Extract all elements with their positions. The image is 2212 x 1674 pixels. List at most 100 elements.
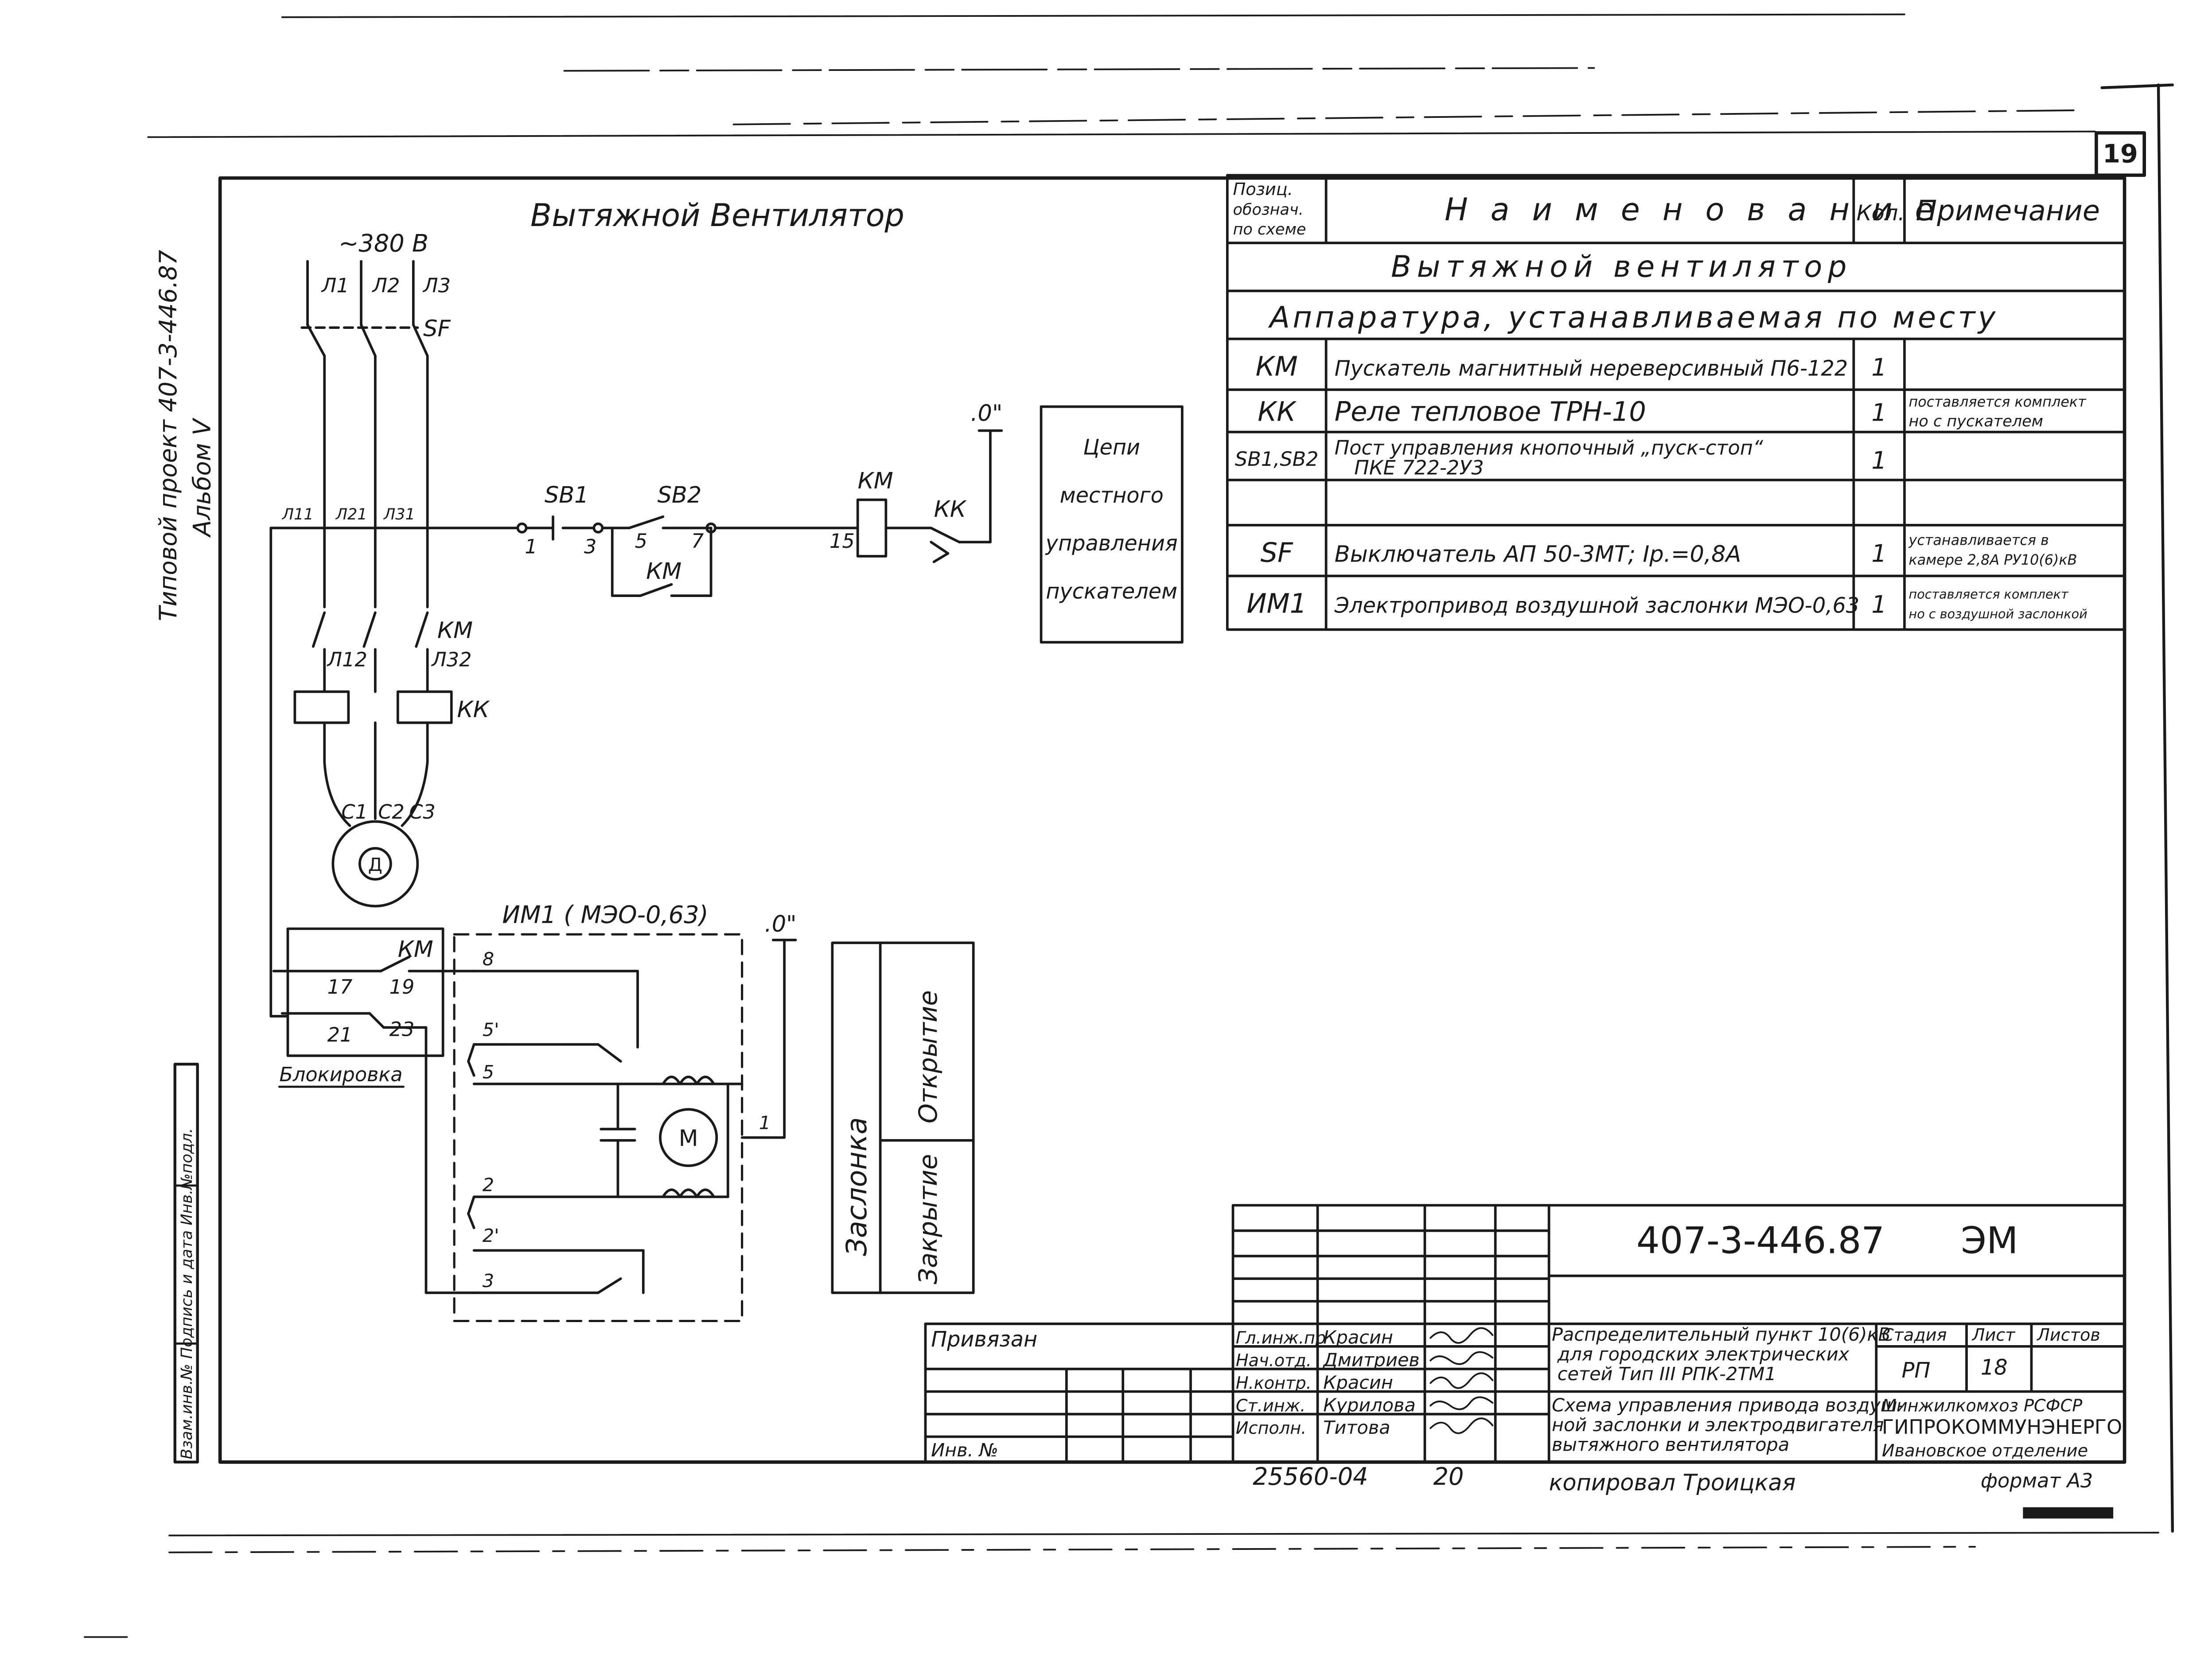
bottom-num: 20 bbox=[1433, 1463, 1464, 1491]
zero-label: .0" bbox=[970, 400, 1002, 426]
header-position-2: обознач. bbox=[1233, 201, 1304, 219]
project-title-1: Распределительный пункт 10(6)кВ bbox=[1552, 1324, 1891, 1345]
inv-no-label: Инв. № bbox=[931, 1440, 998, 1461]
actuator-motor-symbol: М bbox=[679, 1126, 698, 1152]
row-name: Пост управления кнопочный „пуск-стоп“ bbox=[1335, 437, 1764, 460]
row-qty: 1 bbox=[1871, 540, 1886, 568]
sheet-title-2: ной заслонки и электродвигателя bbox=[1552, 1414, 1884, 1436]
actuator-node-5: 5 bbox=[483, 1061, 494, 1083]
motor-terminal-c1: С1 bbox=[341, 800, 367, 823]
side-note: Типовой проект 407-3-446.87 Альбом V bbox=[154, 250, 216, 621]
relay-contact-label: КК bbox=[934, 496, 967, 523]
control-circuit bbox=[323, 429, 1003, 597]
actuator-node-5p: 5' bbox=[483, 1019, 499, 1040]
row-pos: КК bbox=[1258, 396, 1297, 427]
actuator-node-1: 1 bbox=[759, 1112, 771, 1134]
row-note-1: устанавливается в bbox=[1908, 531, 2049, 548]
row-qty: 1 bbox=[1871, 447, 1886, 475]
interlock-block bbox=[272, 927, 475, 1294]
project-title-3: сетей Тип III РПК-2ТМ1 bbox=[1558, 1363, 1776, 1385]
row-pos: SB1,SB2 bbox=[1235, 448, 1319, 471]
title-block-grid bbox=[924, 1204, 2126, 1463]
header-note: Примечание bbox=[1916, 195, 2100, 227]
footer-notes: 25560-04 20 копировал Троицкая формат А3 bbox=[1253, 1463, 2093, 1496]
row-note-2: но с воздушной заслонкой bbox=[1909, 606, 2087, 621]
role-5: Исполн. bbox=[1236, 1419, 1306, 1438]
org-1: Минжилкомхоз РСФСР bbox=[1882, 1396, 2082, 1416]
name-5: Титова bbox=[1323, 1417, 1390, 1438]
name-3: Красин bbox=[1323, 1372, 1393, 1393]
spec-table-grid bbox=[1226, 174, 2126, 631]
interlock-node-23: 23 bbox=[389, 1018, 415, 1041]
local-control-box bbox=[1040, 405, 1184, 644]
local-box-line-2: местного bbox=[1060, 484, 1164, 508]
row-note-2: но с пускателем bbox=[1909, 412, 2044, 430]
name-1: Красин bbox=[1323, 1327, 1393, 1348]
interlock-node-19: 19 bbox=[389, 976, 415, 999]
phase-labels: Л1 Л2 Л3 SF Л11 Л21 Л31 КМ Л12 Л32 КК С1… bbox=[281, 274, 491, 875]
damper-open-label: Открытие bbox=[913, 990, 943, 1124]
row-pos: ИМ1 bbox=[1246, 588, 1307, 619]
row-name: Электропривод воздушной заслонки МЭО-0,6… bbox=[1334, 593, 1859, 618]
actuator-title: ИМ1 ( МЭО-0,63) bbox=[502, 901, 708, 929]
line-label-11: Л11 bbox=[281, 505, 314, 523]
interlock-node-17: 17 bbox=[327, 976, 353, 999]
row-name: Пускатель магнитный нереверсивный П6-122 bbox=[1335, 356, 1848, 381]
signatories: Гл.инж.пр Нач.отд. Н.контр. Ст.инж. Испо… bbox=[1236, 1327, 1420, 1438]
zero-label-2: .0" bbox=[765, 911, 797, 937]
damper-box bbox=[831, 941, 975, 1294]
spec-row-km: КМ Пускатель магнитный нереверсивный П6-… bbox=[1256, 351, 1887, 382]
breaker-label: SF bbox=[423, 316, 451, 342]
section-title: Вытяжной вентилятор bbox=[1391, 250, 1852, 284]
doc-code: ЭМ bbox=[1961, 1219, 2018, 1262]
line-label-12: Л12 bbox=[327, 648, 367, 671]
side-note-album: Альбом V bbox=[188, 417, 216, 538]
node-1: 1 bbox=[525, 535, 537, 558]
line-label-21: Л21 bbox=[335, 505, 367, 523]
phase-label-1: Л1 bbox=[321, 274, 349, 297]
actuator-node-8: 8 bbox=[483, 948, 494, 970]
sheets-header: Листов bbox=[2036, 1326, 2100, 1345]
local-control-text: Цепи местного управления пускателем bbox=[1045, 436, 1178, 604]
spec-row-kk: КК Реле тепловое ТРН-10 1 поставляется к… bbox=[1258, 393, 2087, 430]
stage-block: Стадия Лист Листов РП 18 Минжилкомхоз РС… bbox=[1882, 1326, 2122, 1461]
spec-row-sb: SB1,SB2 Пост управления кнопочный „пуск-… bbox=[1235, 437, 1887, 480]
node-15: 15 bbox=[830, 530, 855, 553]
role-3: Н.контр. bbox=[1236, 1374, 1312, 1393]
contactor-label: КМ bbox=[437, 618, 473, 644]
row-name-2: ПКЕ 722-2У3 bbox=[1354, 456, 1484, 479]
side-note-project: Типовой проект 407-3-446.87 bbox=[154, 250, 182, 621]
sheet-value: 18 bbox=[1981, 1355, 2008, 1380]
scan-edges bbox=[84, 13, 2174, 1638]
project-title-2: для городских электрических bbox=[1557, 1344, 1850, 1365]
actuator-node-3: 3 bbox=[483, 1270, 494, 1292]
format-label: формат А3 bbox=[1981, 1469, 2093, 1492]
sheet-header: Лист bbox=[1971, 1326, 2016, 1345]
row-name: Реле тепловое ТРН-10 bbox=[1335, 396, 1646, 427]
motor-terminal-c2: С2 bbox=[378, 800, 404, 823]
row-pos: КМ bbox=[1256, 351, 1298, 382]
project-title: Распределительный пункт 10(6)кВ для горо… bbox=[1552, 1324, 1904, 1455]
interlock-label: Блокировка bbox=[279, 1063, 402, 1086]
name-2: Дмитриев bbox=[1322, 1349, 1420, 1370]
row-qty: 1 bbox=[1871, 590, 1886, 618]
local-box-line-1: Цепи bbox=[1083, 436, 1140, 460]
actuator-frame bbox=[453, 933, 744, 1323]
actuator-node-2: 2 bbox=[483, 1175, 494, 1196]
schematic-title: Вытяжной Вентилятор bbox=[530, 197, 904, 234]
phase-label-2: Л2 bbox=[371, 274, 400, 297]
row-note-2: камере 2,8А РУ10(6)кВ bbox=[1909, 551, 2077, 568]
signature-scribbles bbox=[1429, 1327, 1494, 1434]
actuator-node-2p: 2' bbox=[483, 1225, 499, 1246]
supply-label: ~380 В bbox=[339, 229, 428, 257]
sheet-title-3: вытяжного вентилятора bbox=[1552, 1434, 1789, 1455]
row-pos: SF bbox=[1261, 538, 1293, 569]
motor-terminal-c3: С3 bbox=[409, 800, 435, 823]
thermal-relay-label: КК bbox=[457, 697, 491, 723]
coil-label: КМ bbox=[858, 468, 893, 494]
damper-close-label: Закрытие bbox=[913, 1154, 943, 1284]
header-qty: Кол. bbox=[1857, 201, 1905, 226]
org-3: Ивановское отделение bbox=[1882, 1441, 2088, 1461]
spec-table-header: Позиц. обознач. по схеме Наименование Ко… bbox=[1233, 180, 2100, 335]
